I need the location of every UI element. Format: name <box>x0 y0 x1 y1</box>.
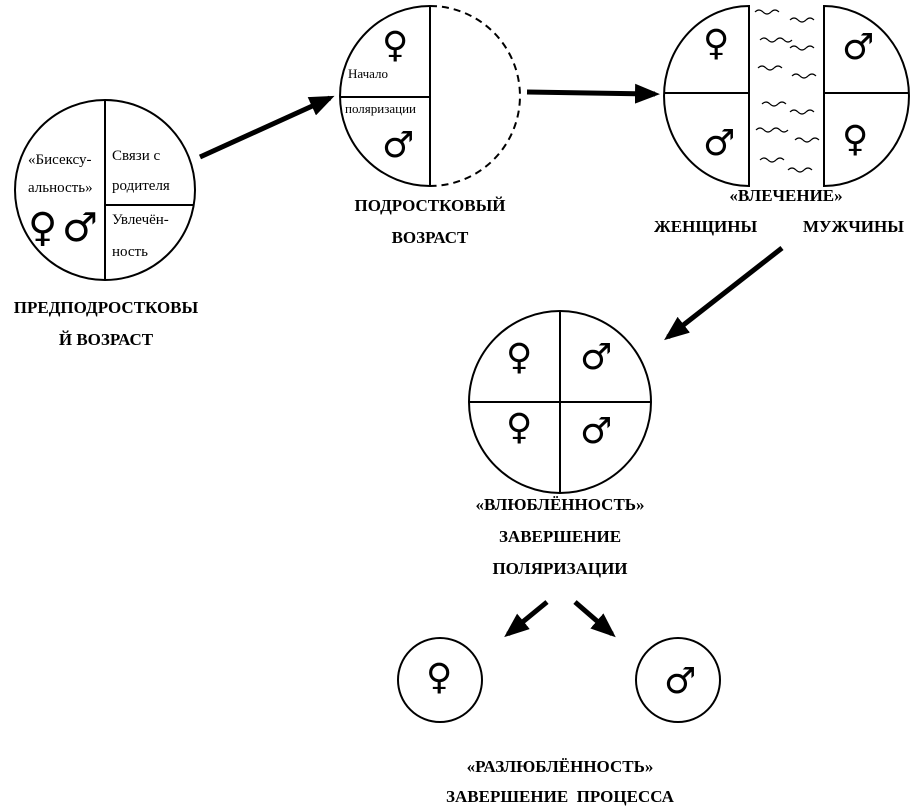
male-icon: ♂ <box>703 123 736 164</box>
preteen-caption-1: ПРЕДПОДРОСТКОВЫ <box>13 298 199 317</box>
attraction-caption: «ВЛЕЧЕНИЕ» <box>729 186 843 205</box>
preteen-left-text-2: альность» <box>28 180 93 196</box>
preteen-left-text-1: «Бисексу- <box>28 152 92 168</box>
love-caption-1: «ВЛЮБЛЁННОСТЬ» <box>475 495 645 514</box>
love-caption-3: ПОЛЯРИЗАЦИИ <box>492 559 628 578</box>
end-caption-2: ЗАВЕРШЕНИЕ ПРОЦЕССА <box>446 787 674 806</box>
preteen-right-top-text-2: родителя <box>112 178 170 194</box>
male-icon: ♂ <box>842 27 875 68</box>
arrow-teen-to-attraction <box>526 83 660 104</box>
male-icon: ♂ <box>62 205 98 251</box>
end-caption-1: «РАЗЛЮБЛЁННОСТЬ» <box>466 757 654 776</box>
male-icon: ♂ <box>664 661 697 702</box>
teen-label-top: Начало <box>348 66 389 81</box>
female-icon: ♀ <box>842 119 869 160</box>
end-female-circle <box>397 637 483 723</box>
love-circle <box>468 310 652 494</box>
end-male-circle <box>635 637 721 723</box>
teen-caption-1: ПОДРОСТКОВЫЙ <box>354 196 506 215</box>
teen-label-bottom: поляризации <box>345 101 416 116</box>
preteen-circle <box>14 99 196 281</box>
female-icon: ♀ <box>426 657 453 698</box>
male-icon: ♂ <box>580 337 613 378</box>
arrow-attraction-to-love <box>664 246 784 341</box>
preteen-right-bottom-text-1: Увлечён- <box>112 212 169 228</box>
attraction-waves <box>754 9 820 173</box>
teen-circle <box>339 5 521 187</box>
preteen-right-bottom-text-2: ность <box>112 244 148 260</box>
male-icon: ♂ <box>580 411 613 452</box>
teen-caption-2: ВОЗРАСТ <box>391 228 469 247</box>
preteen-caption-2: Й ВОЗРАСТ <box>58 330 154 349</box>
arrow-love-to-female <box>504 600 549 638</box>
love-caption-2: ЗАВЕРШЕНИЕ <box>498 527 622 546</box>
attraction-female-half <box>663 4 750 188</box>
preteen-right-top-text-1: Связи с <box>112 148 161 164</box>
male-icon: ♂ <box>382 125 415 166</box>
female-icon: ♀ <box>506 337 533 378</box>
female-icon: ♀ <box>382 25 409 66</box>
arrow-love-to-male <box>573 600 616 638</box>
attraction-men-label: МУЖЧИНЫ <box>803 217 904 236</box>
female-icon: ♀ <box>703 23 730 64</box>
arrow-preteen-to-teen <box>198 95 335 160</box>
female-icon: ♀ <box>506 407 533 448</box>
female-icon: ♀ <box>28 205 58 251</box>
attraction-women-label: ЖЕНЩИНЫ <box>654 217 758 236</box>
attraction-male-half <box>823 4 910 188</box>
